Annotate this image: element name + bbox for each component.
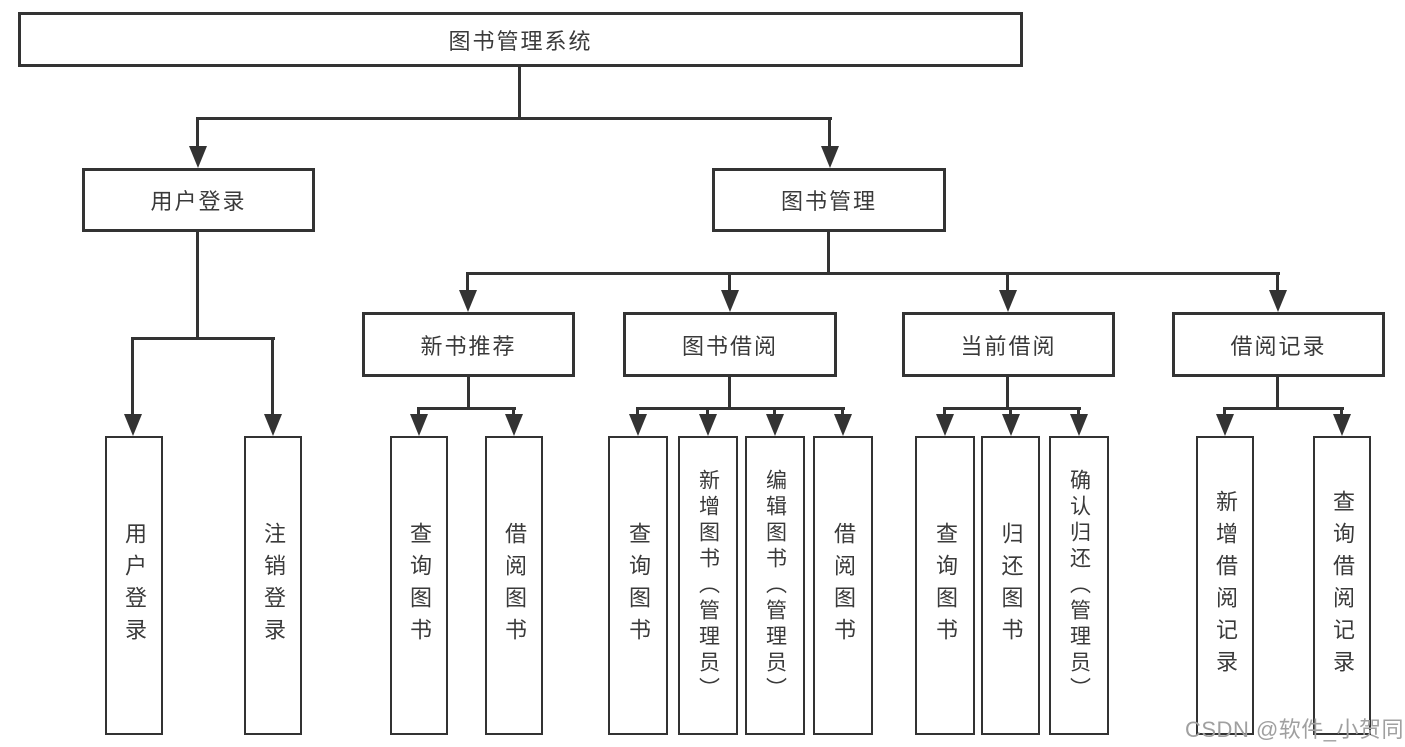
connector-line: [196, 117, 199, 148]
connector-line: [196, 117, 832, 120]
node-label: 当前借阅: [960, 333, 1057, 359]
node-label: 查询借阅记录: [1330, 489, 1355, 682]
leaf-return-books: 归还图书: [981, 436, 1040, 735]
node-label: 用户登录: [150, 189, 247, 214]
connector-line: [1340, 407, 1343, 416]
arrowhead-icon: [124, 414, 142, 436]
node-library-system: 图书管理系统: [18, 12, 1023, 67]
node-label: 借阅图书: [831, 521, 856, 650]
connector-line: [1006, 377, 1009, 407]
leaf-add-borrow-record: 新增借阅记录: [1196, 436, 1254, 735]
node-label: 用户登录: [122, 521, 147, 650]
connector-line: [1006, 272, 1009, 292]
node-label: 图书借阅: [681, 333, 778, 359]
leaf-query-books-recommend: 查询图书: [390, 436, 448, 735]
watermark-text: CSDN @软件_小贺同学: [1185, 717, 1405, 742]
node-book-management: 图书管理: [712, 168, 946, 232]
connector-line: [1223, 407, 1344, 410]
connector-line: [1276, 377, 1279, 407]
connector-line: [1009, 407, 1012, 416]
node-label: 查询图书: [626, 521, 651, 650]
node-label: 借阅图书: [502, 521, 527, 650]
arrowhead-icon: [264, 414, 282, 436]
node-user-login: 用户登录: [82, 168, 315, 232]
node-label: 归还图书: [998, 521, 1024, 650]
connector-line: [706, 407, 709, 416]
connector-line: [466, 272, 1280, 275]
arrowhead-icon: [1002, 414, 1020, 436]
connector-line: [467, 377, 470, 407]
leaf-query-borrow-record: 查询借阅记录: [1313, 436, 1371, 735]
connector-line: [196, 232, 199, 337]
leaf-add-book-admin: 新增图书（管理员）: [678, 436, 738, 735]
node-label: 注销登录: [261, 521, 286, 650]
arrowhead-icon: [459, 290, 477, 312]
connector-line: [518, 66, 521, 117]
connector-line: [512, 407, 515, 416]
connector-line: [131, 337, 275, 340]
arrowhead-icon: [766, 414, 784, 436]
arrowhead-icon: [721, 290, 739, 312]
connector-line: [1077, 407, 1080, 416]
node-label: 新增借阅记录: [1213, 489, 1238, 682]
node-label: 查询图书: [407, 521, 432, 650]
connector-line: [417, 407, 420, 416]
connector-line: [466, 272, 469, 292]
arrowhead-icon: [1216, 414, 1234, 436]
arrowhead-icon: [505, 414, 523, 436]
node-label: 新增图书（管理员）: [696, 468, 720, 703]
connector-line: [943, 407, 1081, 410]
leaf-confirm-return-admin: 确认归还（管理员）: [1049, 436, 1109, 735]
node-book-borrowing: 图书借阅: [623, 312, 837, 377]
node-new-book-recommendation: 新书推荐: [362, 312, 575, 377]
arrowhead-icon: [699, 414, 717, 436]
leaf-borrow-books-recommend: 借阅图书: [485, 436, 543, 735]
arrowhead-icon: [189, 146, 207, 168]
node-label: 图书管理系统: [448, 28, 593, 54]
connector-line: [773, 407, 776, 416]
leaf-borrow-books: 借阅图书: [813, 436, 873, 735]
arrowhead-icon: [629, 414, 647, 436]
node-label: 图书管理: [780, 189, 877, 214]
connector-line: [1223, 407, 1226, 416]
leaf-query-books-borrowing: 查询图书: [608, 436, 668, 735]
arrowhead-icon: [410, 414, 428, 436]
connector-line: [417, 407, 516, 410]
node-borrowing-records: 借阅记录: [1172, 312, 1385, 377]
connector-line: [636, 407, 639, 416]
arrowhead-icon: [821, 146, 839, 168]
arrowhead-icon: [936, 414, 954, 436]
connector-line: [827, 232, 830, 272]
arrowhead-icon: [834, 414, 852, 436]
arrowhead-icon: [1070, 414, 1088, 436]
connector-line: [728, 377, 731, 407]
connector-line: [828, 117, 831, 148]
arrowhead-icon: [1269, 290, 1287, 312]
leaf-logout-login: 注销登录: [244, 436, 302, 735]
connector-line: [271, 337, 274, 416]
leaf-edit-book-admin: 编辑图书（管理员）: [745, 436, 805, 735]
connector-line: [1276, 272, 1279, 292]
arrowhead-icon: [999, 290, 1017, 312]
node-label: 借阅记录: [1230, 333, 1327, 359]
connector-line: [943, 407, 946, 416]
leaf-query-books-current: 查询图书: [915, 436, 975, 735]
node-label: 确认归还（管理员）: [1067, 468, 1091, 703]
node-label: 编辑图书（管理员）: [763, 468, 787, 703]
connector-line: [131, 337, 134, 416]
arrowhead-icon: [1333, 414, 1351, 436]
connector-line: [728, 272, 731, 292]
connector-line: [841, 407, 844, 416]
node-label: 新书推荐: [420, 333, 517, 359]
node-current-borrowing: 当前借阅: [902, 312, 1115, 377]
leaf-user-login: 用户登录: [105, 436, 163, 735]
connector-line: [636, 407, 845, 410]
node-label: 查询图书: [933, 521, 958, 650]
